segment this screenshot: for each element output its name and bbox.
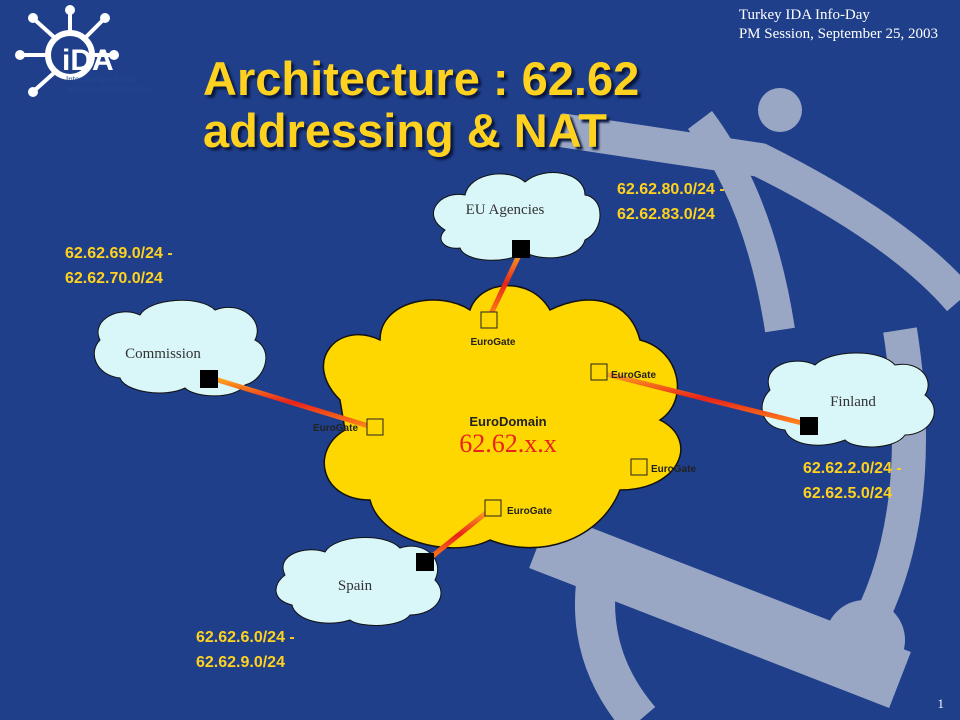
range-finland-1: 62.62.2.0/24 - [803,460,902,477]
svg-text:EuroGate: EuroGate [313,423,358,434]
links [207,247,811,564]
event-info: Turkey IDA Info-Day PM Session, Septembe… [739,6,938,44]
eurogate-left: EuroGate [313,418,384,436]
site-name-spain: Spain [338,578,373,594]
eurogate-bottom: EuroGate [484,499,552,517]
range-commission: 62.62.69.0/24 - 62.62.70.0/24 [65,241,173,291]
network-address: 62.62.x.x [459,429,557,458]
event-line-2: PM Session, September 25, 2003 [738,26,938,42]
svg-text:EuroGate: EuroGate [507,506,552,517]
link-finland [597,369,811,428]
cloud-eu-agencies: EU Agencies [433,172,601,261]
site-name-commission: Commission [125,346,201,362]
router-commission [200,370,218,388]
range-commission-1: 62.62.69.0/24 - [65,245,173,262]
cloud-spain: Spain [275,537,442,626]
logo-mark: iDA [62,44,114,77]
site-name-eu-agencies: EU Agencies [466,202,545,218]
link-eu-agencies [486,247,525,320]
link-spain [423,506,494,564]
site-name-finland: Finland [830,394,876,410]
svg-text:EuroGate: EuroGate [611,370,656,381]
link-commission [207,374,376,431]
range-finland-2: 62.62.5.0/24 [803,485,892,502]
title-line-1: Architecture : 62.62 [203,52,640,105]
range-eu-agencies: 62.62.80.0/24 - 62.62.83.0/24 [617,177,725,227]
cloud-finland: Finland [761,352,935,448]
range-finland: 62.62.2.0/24 - 62.62.5.0/24 [803,456,902,506]
domain-label: EuroDomain [469,414,546,429]
eurogate-top: EuroGate [470,311,516,348]
ida-logo: iDA Interchange of Data between Administ… [15,5,153,97]
page-number: 1 [937,696,945,711]
svg-text:EuroGate: EuroGate [470,337,515,348]
event-line-1: Turkey IDA Info-Day [738,7,870,23]
range-spain-1: 62.62.6.0/24 - [196,629,295,646]
range-commission-2: 62.62.70.0/24 [65,270,163,287]
range-eu-agencies-2: 62.62.83.0/24 [617,206,715,223]
range-eu-agencies-1: 62.62.80.0/24 - [617,181,725,198]
logo-tagline-2: between Administrations [66,85,153,94]
range-spain-2: 62.62.9.0/24 [196,654,285,671]
title-line-2: addressing & NAT [203,104,607,157]
logo-tagline-1: Interchange of Data [66,75,137,84]
eurogate-right-bottom: EuroGate [630,458,696,476]
cloud-commission: Commission [93,299,267,397]
router-spain [416,553,434,571]
router-eu-agencies [512,240,530,258]
svg-text:EuroGate: EuroGate [651,464,696,475]
router-finland [800,417,818,435]
eurogate-right-top: EuroGate [590,363,656,381]
range-spain: 62.62.6.0/24 - 62.62.9.0/24 [196,625,295,675]
